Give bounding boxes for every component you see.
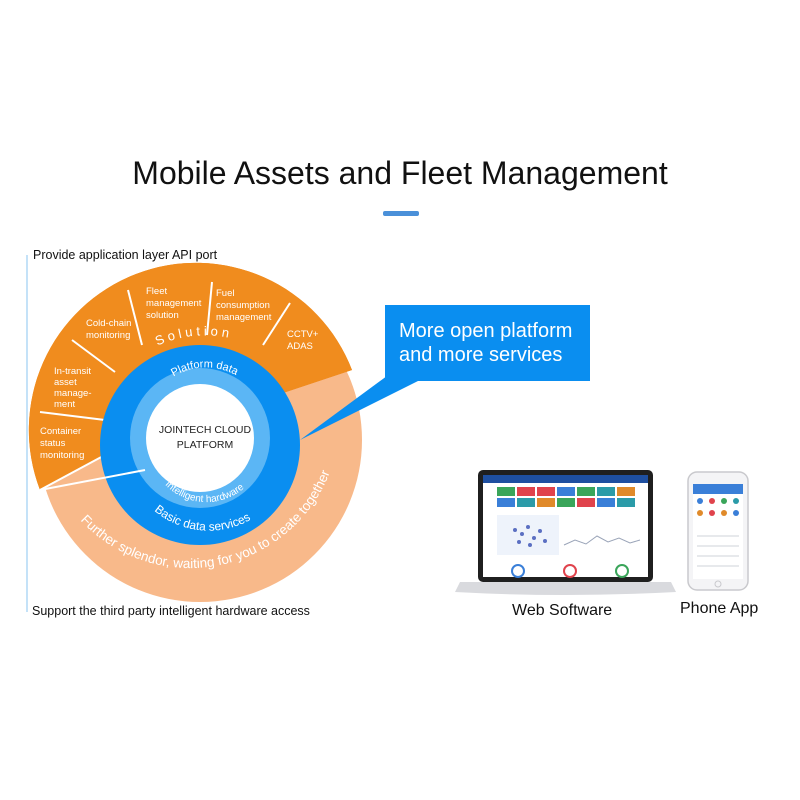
segment-dividers — [39, 281, 291, 491]
center-label-line1: JOINTECH CLOUD — [159, 424, 252, 436]
page-title: Mobile Assets and Fleet Management — [132, 155, 668, 191]
callout-line2: and more services — [399, 344, 563, 366]
segment-container-line2: status — [40, 438, 66, 449]
platform-core — [146, 384, 254, 492]
callout-line1: More open platform — [399, 320, 573, 342]
segment-fleet-line3: solution — [146, 310, 179, 321]
web-software-caption: Web Software — [512, 602, 613, 619]
segment-intransit-line1: In-transit — [54, 366, 91, 377]
title-underline — [383, 211, 419, 216]
segment-fleet-line2: management — [146, 298, 202, 309]
segment-intransit-line2: asset — [54, 377, 77, 388]
phone-app-icons — [697, 498, 739, 516]
segment-cctv-line2: ADAS — [287, 341, 313, 352]
segment-container-line1: Container — [40, 426, 81, 437]
laptop-base — [455, 582, 676, 595]
segment-fleet-line1: Fleet — [146, 286, 167, 297]
segment-fuel-line1: Fuel — [216, 288, 234, 299]
third-party-hardware-note: Support the third party intelligent hard… — [32, 604, 310, 618]
segment-intransit-line4: ment — [54, 399, 75, 410]
segment-cctv-line1: CCTV+ — [287, 329, 319, 340]
segment-cold-line1: Cold-chain — [86, 318, 131, 329]
segment-fuel-line2: consumption — [216, 300, 270, 311]
phone-illustration — [687, 471, 749, 591]
phone-app-caption: Phone App — [680, 600, 759, 617]
laptop-illustration — [455, 470, 676, 595]
open-platform-callout: More open platform and more services — [385, 305, 590, 381]
dashboard-tiles — [497, 487, 635, 507]
segment-cold-line2: monitoring — [86, 330, 130, 341]
segment-fuel-line3: management — [216, 312, 272, 323]
segment-container-line3: monitoring — [40, 450, 84, 461]
segment-intransit-line3: manage- — [54, 388, 92, 399]
api-port-note: Provide application layer API port — [33, 248, 218, 262]
center-label-line2: PLATFORM — [177, 439, 233, 451]
callout-pointer — [300, 370, 420, 440]
